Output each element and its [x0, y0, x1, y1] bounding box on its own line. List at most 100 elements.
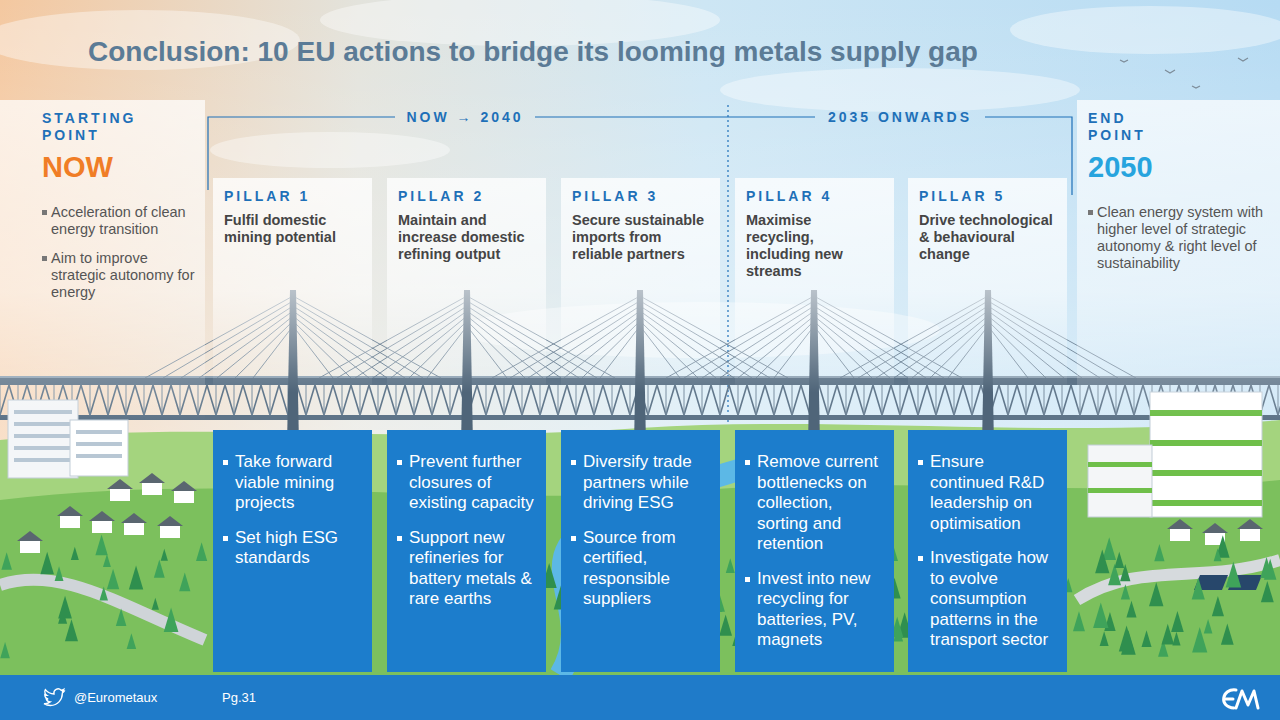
- houses: [110, 488, 130, 501]
- bullet-mark: [571, 460, 576, 465]
- trees: [1093, 602, 1108, 628]
- trees: [1142, 630, 1152, 647]
- action-box: Take forward viable mining projectsSet h…: [213, 430, 372, 672]
- bullet-mark: [918, 460, 923, 465]
- birds: [1165, 70, 1175, 73]
- page-number: Pg.31: [222, 690, 256, 705]
- timeline-label: NOW → 2040: [406, 109, 523, 125]
- trees: [1221, 623, 1234, 644]
- timeline-label: 2035 ONWARDS: [828, 109, 972, 125]
- text-block: Drive technological & behavioural change: [919, 212, 1055, 263]
- trees: [129, 565, 143, 589]
- trees: [0, 642, 10, 658]
- town-left: [14, 434, 72, 438]
- trees: [726, 558, 735, 573]
- bullet-mark: [918, 556, 923, 561]
- town-right: [1150, 440, 1262, 446]
- trees: [1260, 557, 1273, 578]
- action-text: Source from certified, responsible suppl…: [583, 528, 708, 610]
- trees: [893, 625, 903, 641]
- pillar-title: Maximise recycling, including new stream…: [746, 212, 882, 280]
- trees: [1192, 627, 1207, 652]
- trees: [1261, 581, 1274, 602]
- town-left: [76, 454, 122, 458]
- pillar-header: PILLAR 5Drive technological & behavioura…: [908, 178, 1067, 430]
- action-text: Take forward viable mining projects: [235, 452, 360, 514]
- town-left: [76, 442, 122, 446]
- bullet-item: Support new refineries for battery metal…: [397, 528, 534, 610]
- bullet-mark: [397, 536, 402, 541]
- clouds: [210, 132, 450, 168]
- houses: [107, 479, 133, 489]
- houses: [57, 506, 83, 516]
- section-label: END POINT: [1088, 110, 1178, 144]
- town-right: [1077, 392, 1280, 600]
- action-box: Prevent further closures of existing cap…: [387, 430, 546, 672]
- footer: [44, 689, 64, 706]
- houses: [17, 531, 43, 541]
- action-text: Prevent further closures of existing cap…: [409, 452, 534, 514]
- trees: [65, 619, 78, 641]
- pillar-header: PILLAR 3Secure sustainable imports from …: [561, 178, 720, 430]
- action-box: Remove current bottlenecks on collection…: [735, 430, 894, 672]
- bullet-mark: [1088, 210, 1093, 215]
- houses: [92, 520, 112, 533]
- town-right: [1167, 519, 1193, 529]
- action-text: Remove current bottlenecks on collection…: [757, 452, 882, 555]
- section-label: STARTING POINT: [42, 110, 197, 144]
- bullet-item: Source from certified, responsible suppl…: [571, 528, 708, 610]
- bridge: [378, 385, 379, 415]
- pillar-header: PILLAR 1Fulfil domestic mining potential: [213, 178, 372, 430]
- bullet-mark: [571, 536, 576, 541]
- sky: [0, 0, 1280, 460]
- trees: [1, 552, 12, 570]
- trees: [55, 566, 64, 581]
- footer-handle: @Eurometaux: [74, 690, 157, 705]
- birds: [1120, 60, 1128, 62]
- trees: [1095, 549, 1109, 573]
- action-text: Ensure continued R&D leadership on optim…: [930, 452, 1055, 534]
- trees: [1204, 619, 1213, 633]
- town-left: [76, 430, 122, 434]
- action-text: Investigate how to evolve consumption pa…: [930, 548, 1055, 651]
- bullet-item: Prevent further closures of existing cap…: [397, 452, 534, 514]
- pillar-header: PILLAR 2Maintain and increase domestic r…: [387, 178, 546, 430]
- text-block: PILLAR 3: [572, 188, 708, 205]
- milestone-label: NOW: [42, 150, 197, 184]
- timeline-bracket: [208, 105, 1072, 672]
- text-block: Fulfil domestic mining potential: [224, 212, 360, 246]
- bullet-mark: [223, 460, 228, 465]
- birds: [1192, 86, 1200, 88]
- houses: [174, 490, 194, 503]
- trees: [1214, 548, 1222, 561]
- houses: [139, 473, 165, 483]
- hills: [0, 420, 1280, 675]
- town-left: [0, 580, 205, 640]
- houses: [89, 511, 115, 521]
- bridge: [900, 385, 901, 415]
- section-label: PILLAR 3: [572, 188, 708, 205]
- trees: [116, 608, 127, 626]
- text-block: PILLAR 4: [746, 188, 882, 205]
- trees: [1121, 584, 1130, 599]
- town-left: [14, 446, 72, 450]
- houses: [20, 540, 40, 553]
- town-right: [1150, 500, 1262, 506]
- timeline-bracket: [535, 116, 815, 117]
- footer: [0, 675, 1280, 720]
- town-left: [0, 400, 205, 640]
- action-box: Diversify trade partners while driving E…: [561, 430, 720, 672]
- trees: [1192, 578, 1205, 600]
- town-right: [1150, 470, 1262, 476]
- bullet-mark: [745, 577, 750, 582]
- title: Conclusion: 10 EU actions to bridge its …: [88, 36, 978, 68]
- trees: [196, 542, 207, 561]
- town-left: [14, 458, 72, 462]
- section-label: PILLAR 4: [746, 188, 882, 205]
- trees: [99, 586, 107, 600]
- trees: [1226, 562, 1242, 588]
- bullet-item: Clean energy system with higher level of…: [1088, 204, 1272, 272]
- text-block: END POINT: [1088, 110, 1272, 144]
- bullet-text: Acceleration of clean energy transition: [51, 204, 197, 238]
- bullet-item: Diversify trade partners while driving E…: [571, 452, 708, 514]
